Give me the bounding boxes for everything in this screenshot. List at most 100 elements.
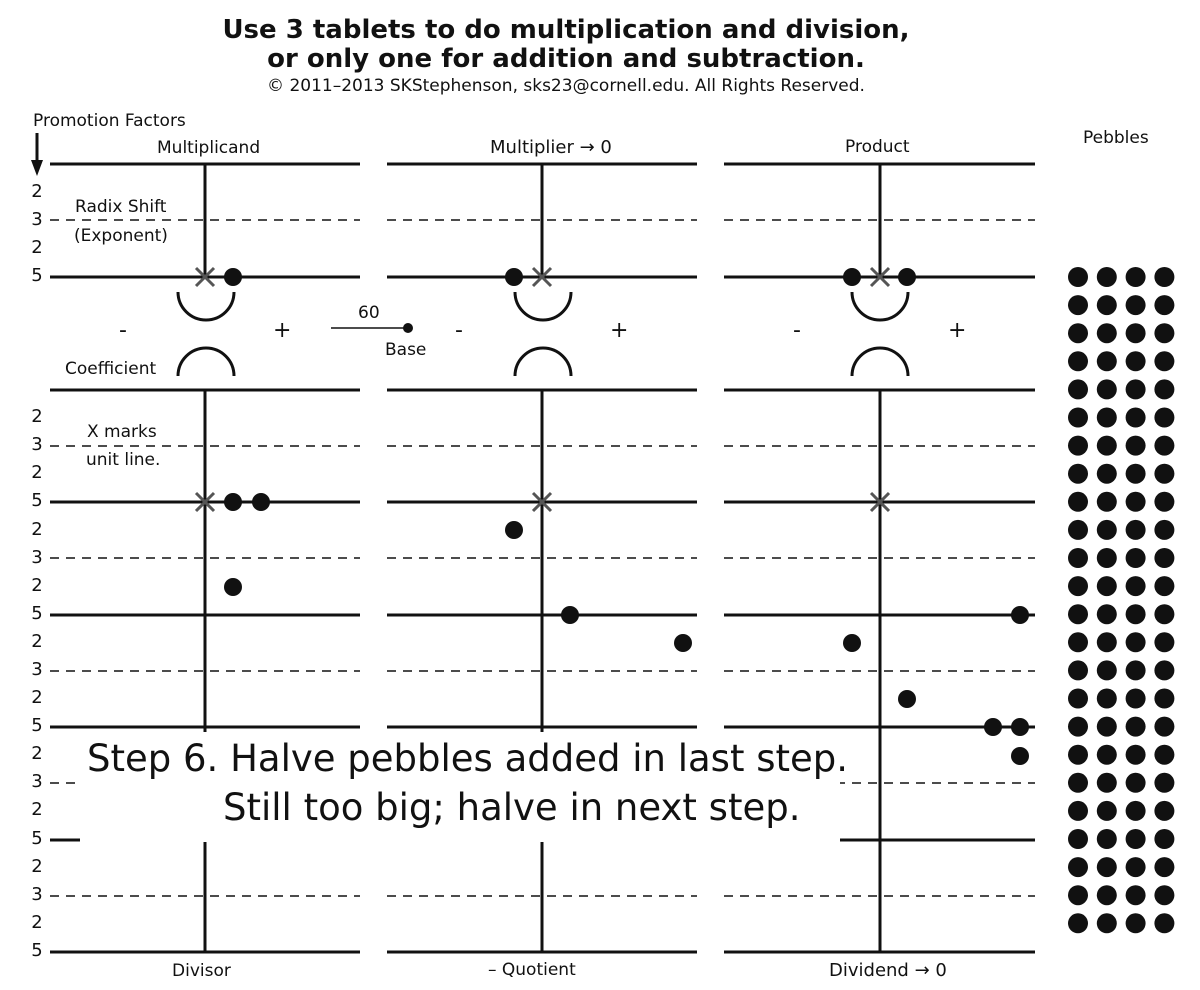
pool-pebble (1154, 604, 1175, 625)
pool-pebble (1125, 604, 1146, 625)
pool-pebble (1125, 913, 1146, 934)
pool-pebble (1154, 295, 1175, 316)
tablet-3-pebble (898, 268, 916, 286)
pool-pebble (1096, 744, 1117, 765)
tablet-2-exponent-unit-mark (531, 266, 553, 288)
pool-pebble (1125, 463, 1146, 484)
tablet-3-bottom-label: Dividend → 0 (829, 960, 947, 981)
pool-pebble (1096, 576, 1117, 597)
pool-pebble (1068, 829, 1088, 849)
coefficient-factor: 2 (31, 743, 43, 764)
pool-pebble (1096, 323, 1117, 344)
pool-pebble (1068, 632, 1088, 653)
coefficient-factor: 5 (31, 490, 43, 511)
pool-pebble (1068, 716, 1088, 737)
exponent-factor: 5 (31, 265, 43, 286)
pool-pebble (1154, 576, 1175, 597)
pool-pebble (1125, 323, 1146, 344)
pool-pebble (1125, 548, 1146, 568)
tablet-1-pebble (252, 493, 270, 511)
coefficient-factor: 3 (31, 434, 43, 455)
pool-pebble (1096, 604, 1117, 625)
pool-pebble (1125, 379, 1146, 400)
tablet-3-top-label: Product (845, 137, 910, 157)
pool-pebble (1125, 267, 1146, 287)
pool-pebble (1125, 491, 1146, 512)
pool-pebble (1096, 435, 1117, 456)
pool-pebble (1096, 829, 1117, 849)
pool-pebble (1154, 660, 1175, 681)
pool-pebble (1068, 660, 1088, 681)
pool-pebble (1096, 857, 1117, 878)
coefficient-factor: 2 (31, 856, 43, 877)
pool-pebble (1068, 772, 1088, 793)
pool-pebble (1096, 660, 1117, 681)
tablet-1-minus-sign: - (119, 318, 127, 343)
pool-pebble (1068, 379, 1088, 400)
pool-pebble (1068, 435, 1088, 456)
pebbles-label: Pebbles (1083, 128, 1149, 148)
pool-pebble (1125, 772, 1146, 793)
pool-pebble (1154, 379, 1175, 400)
tablet-3-plus-sign: + (948, 318, 967, 343)
tablet-3-pebble (1011, 747, 1029, 765)
tablet-1-plus-sign: + (273, 318, 292, 343)
pool-pebble (1154, 800, 1175, 821)
pool-pebble (1096, 800, 1117, 821)
pool-pebble (1125, 435, 1146, 456)
pool-pebble (1096, 351, 1117, 372)
tablet-1-bottom-label: Divisor (172, 961, 231, 981)
tablet-2-pebble (505, 521, 523, 539)
copyright-notice: © 2011–2013 SKStephenson, sks23@cornell.… (267, 76, 865, 96)
tablet-2-pebble (674, 634, 692, 652)
tablet-1-top-label: Multiplicand (157, 138, 261, 158)
unit-line-label: unit line. (84, 450, 163, 470)
tablet-3-pebble (1011, 718, 1029, 736)
base-dot (403, 323, 413, 333)
tablet-2-pebble (505, 268, 523, 286)
coefficient-factor: 2 (31, 912, 43, 933)
tablet-2-bottom-label: – Quotient (488, 960, 576, 980)
pool-pebble (1068, 576, 1088, 597)
tablet-1-pebble (224, 578, 242, 596)
promotion-arrow-head (31, 160, 43, 176)
pool-pebble (1068, 688, 1088, 709)
coefficient-factor: 3 (31, 659, 43, 680)
pool-pebble (1125, 688, 1146, 709)
tablet-2-minus-sign: - (455, 318, 463, 343)
tablet-3-pebble (1011, 606, 1029, 624)
pool-pebble (1096, 913, 1117, 934)
coefficient-factor: 5 (31, 603, 43, 624)
pool-pebble (1068, 857, 1088, 878)
base-label: Base (385, 340, 427, 360)
pool-pebble (1096, 772, 1117, 793)
pool-pebble (1096, 548, 1117, 568)
exponent-factor: 2 (31, 181, 43, 202)
promotion-factors-label: Promotion Factors (33, 111, 186, 131)
pool-pebble (1068, 604, 1088, 625)
pebble-pool (1068, 267, 1175, 934)
pool-pebble (1154, 519, 1175, 540)
tablet-3-exponent-unit-mark (869, 266, 891, 288)
pool-pebble (1068, 295, 1088, 316)
pool-pebble (1096, 379, 1117, 400)
pool-pebble (1068, 885, 1088, 906)
pool-pebble (1096, 267, 1117, 287)
pool-pebble (1125, 407, 1146, 428)
tablet-1-frown-arc (176, 346, 236, 377)
pool-pebble (1068, 351, 1088, 372)
pool-pebble (1068, 548, 1088, 568)
pool-pebble (1068, 744, 1088, 765)
tablet-3-minus-sign: - (793, 318, 801, 343)
pool-pebble (1154, 491, 1175, 512)
pool-pebble (1096, 407, 1117, 428)
base-value-label: 60 (358, 303, 380, 323)
pool-pebble (1068, 519, 1088, 540)
coefficient-factor: 2 (31, 631, 43, 652)
pool-pebble (1068, 407, 1088, 428)
coefficient-factor: 5 (31, 715, 43, 736)
tablet-1-pebble (224, 268, 242, 286)
coefficient-factor: 2 (31, 462, 43, 483)
coefficient-factor: 3 (31, 771, 43, 792)
pool-pebble (1154, 435, 1175, 456)
